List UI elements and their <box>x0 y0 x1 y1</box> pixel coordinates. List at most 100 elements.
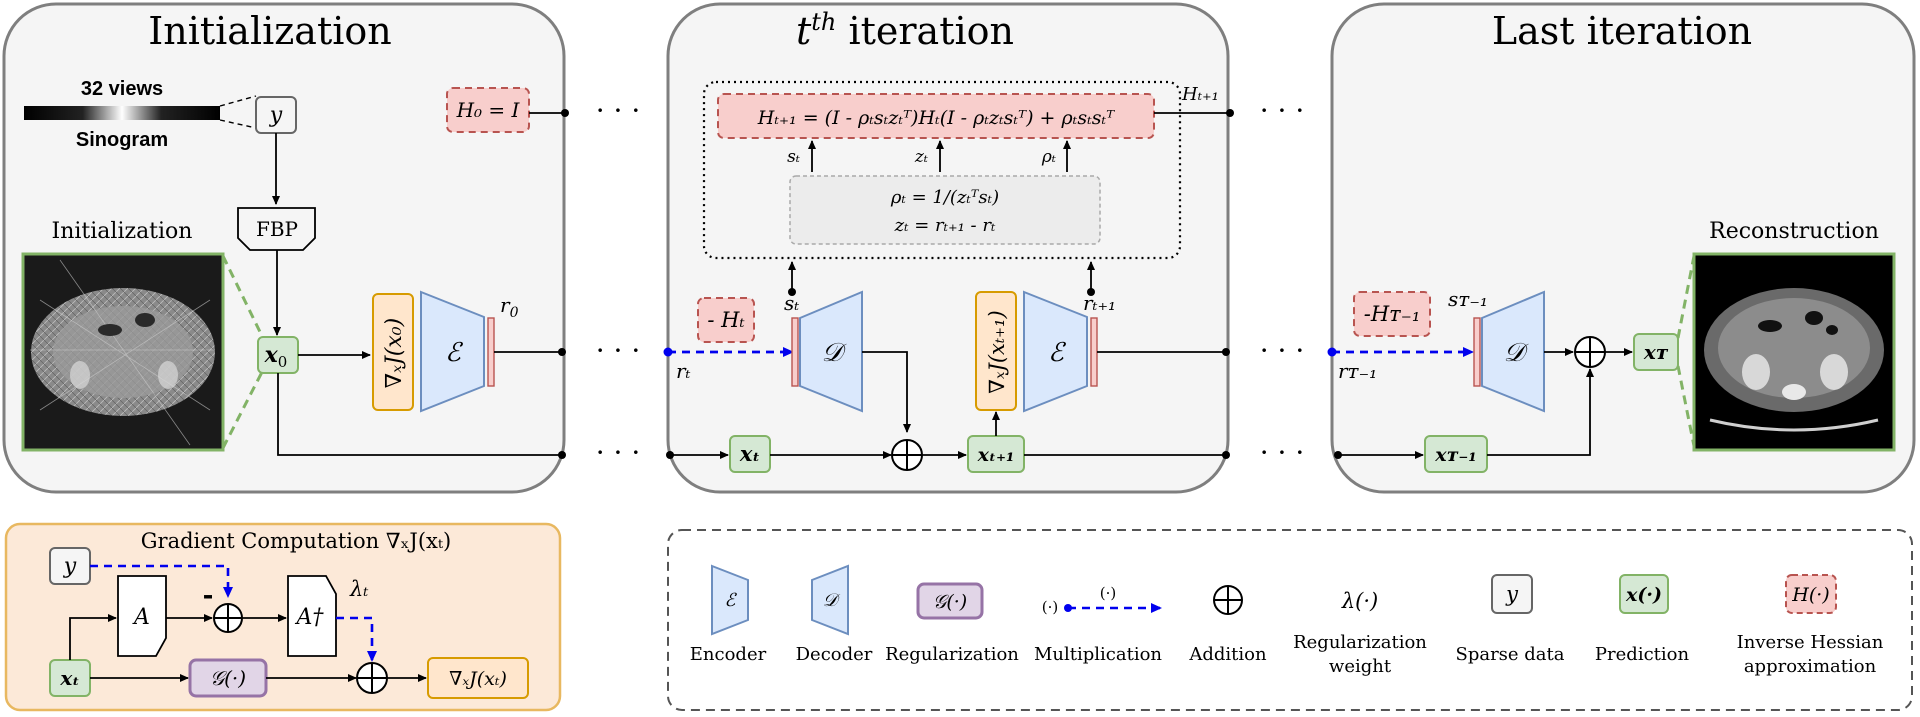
recon-ct-image <box>1692 252 1896 452</box>
x-to-A-arrow <box>69 614 117 660</box>
dots-r-mid-2: · · · <box>1260 334 1305 367</box>
h0-node <box>446 87 530 133</box>
gradient-box-title: Gradient Computation ∇ₓJ(xₜ) <box>141 529 452 553</box>
legend-decoder: 𝒟 Decoder <box>796 564 873 665</box>
init-encoder <box>420 290 485 413</box>
svg-text:x(·): x(·) <box>1625 584 1662 606</box>
r0-label: r0 <box>500 293 519 321</box>
svg-text:Encoder: Encoder <box>690 644 767 665</box>
svg-text:λ(·): λ(·) <box>1341 589 1378 613</box>
xt-node <box>729 435 771 473</box>
fbp-block <box>237 207 316 251</box>
dots-x-bottom: · · · <box>596 436 641 469</box>
rho-equation: ρₜ = 1/(zₜᵀsₜ) <box>890 187 999 208</box>
dots-x-bottom-2: · · · <box>1260 436 1305 469</box>
st-latent <box>791 317 799 387</box>
svg-text:weight: weight <box>1329 656 1392 677</box>
rt1-latent <box>1090 317 1098 387</box>
sT-1-latent <box>1473 317 1481 387</box>
svg-text:𝒢(·): 𝒢(·) <box>933 591 967 613</box>
hessian-update-frame <box>702 80 1182 260</box>
dots-h-top: · · · <box>596 94 641 127</box>
neg-ht-label: - Hₜ <box>707 308 744 332</box>
rT-1-label: rᴛ₋₁ <box>1338 359 1377 383</box>
svg-text:ℰ: ℰ <box>725 590 738 611</box>
hessian-update-formula: Hₜ₊₁ = (I - ρₜsₜzₜᵀ)Hₜ(I - ρₜzₜsₜᵀ) + ρₜ… <box>757 107 1115 129</box>
sT-1-label: sᴛ₋₁ <box>1448 287 1488 311</box>
recon-label: Reconstruction <box>1709 219 1879 244</box>
neg-ht-1-node <box>1353 291 1431 337</box>
grad-output-block <box>427 657 529 699</box>
last-addition-node <box>1574 336 1606 368</box>
dots-h-top-2: · · · <box>1260 94 1305 127</box>
svg-text:Regularization: Regularization <box>885 644 1019 665</box>
h-t1-label: Hₜ₊₁ <box>1181 84 1219 105</box>
xT-1-label: xᴛ₋₁ <box>1434 444 1476 466</box>
init-ct-image <box>21 252 225 452</box>
A-dagger-label: A† <box>295 605 325 630</box>
hessian-update-block <box>717 93 1155 139</box>
svg-text:Sparse data: Sparse data <box>1455 644 1564 665</box>
svg-text:H(·): H(·) <box>1791 584 1829 606</box>
rho-z-compute-block <box>789 175 1101 245</box>
init-gradient-label: ∇ₓJ(x₀) <box>382 318 407 388</box>
z-in-label: zₜ <box>914 147 929 167</box>
sinogram-zoom-lines <box>219 95 257 129</box>
svg-text:𝒟: 𝒟 <box>823 590 841 611</box>
svg-text:Regularization: Regularization <box>1293 632 1427 653</box>
legend-regularization-weight: λ(·) Regularization weight <box>1293 589 1427 677</box>
h0-label: H₀ = I <box>456 98 521 122</box>
svg-text:Multiplication: Multiplication <box>1034 644 1162 665</box>
A-label: A <box>132 605 150 630</box>
regularization-label: 𝒢(·) <box>210 666 246 690</box>
z-equation: zₜ = rₜ₊₁ - rₜ <box>894 215 996 236</box>
dots-r-mid: · · · <box>596 334 641 367</box>
legend-sparse-data: y Sparse data <box>1455 574 1565 665</box>
grad-x-label: xₜ <box>59 666 79 690</box>
sinogram-label: Sinogram <box>76 129 168 151</box>
y-to-subtract-arrow <box>90 564 233 598</box>
subtract-node <box>213 603 243 633</box>
last-iteration-title: Last iteration <box>1492 9 1752 53</box>
xT-node <box>1633 333 1679 371</box>
r0-latent <box>487 317 495 387</box>
svg-text:approximation: approximation <box>1744 656 1877 677</box>
iter-gradient-label: ∇ₓJ(xₜ₊₁) <box>985 310 1009 393</box>
sinogram-strip <box>24 106 220 120</box>
iter-encoder <box>1023 290 1088 413</box>
iter-addition-node <box>891 439 923 471</box>
svg-text:Addition: Addition <box>1188 644 1267 665</box>
iteration-title: tth iteration <box>796 8 1014 53</box>
legend-inverse-hessian: H(·) Inverse Hessian approximation <box>1737 574 1884 677</box>
iter-encoder-label: ℰ <box>1048 338 1066 368</box>
xt-label: xₜ <box>739 441 760 466</box>
lambda-label: λₜ <box>349 577 369 601</box>
s-in-label: sₜ <box>787 147 801 167</box>
svg-text:Prediction: Prediction <box>1595 644 1690 665</box>
legend-prediction: x(·) Prediction <box>1595 574 1690 665</box>
init-encoder-label: ℰ <box>445 338 463 368</box>
grad-y-label: y <box>63 554 77 579</box>
last-decoder <box>1481 290 1545 413</box>
views-label: 32 views <box>81 78 163 100</box>
init-image-label: Initialization <box>52 219 193 244</box>
init-gradient-block <box>372 293 414 411</box>
rt1-label: rₜ₊₁ <box>1083 291 1116 315</box>
fbp-label: FBP <box>256 217 298 241</box>
A-dagger-operator <box>287 575 337 657</box>
A-operator <box>117 575 167 657</box>
rt-label: rₜ <box>676 359 691 383</box>
xT-1-to-add-line <box>1487 368 1594 456</box>
grad-addition-node <box>356 662 388 694</box>
init-y-label: y <box>269 103 283 128</box>
rho-in-label: ρₜ <box>1041 147 1057 167</box>
svg-text:(·): (·) <box>1100 584 1116 602</box>
neg-ht-node <box>697 297 755 343</box>
legend-encoder: ℰ Encoder <box>690 564 767 665</box>
xT-1-node <box>1424 435 1488 473</box>
legend-regularization: 𝒢(·) Regularization <box>885 582 1019 665</box>
iter-decoder <box>799 290 863 413</box>
grad-output-label: ∇ₓJ(xₜ) <box>449 668 507 690</box>
legend-multiplication: (·) (·) Multiplication <box>1034 584 1162 665</box>
legend-box <box>667 529 1913 711</box>
